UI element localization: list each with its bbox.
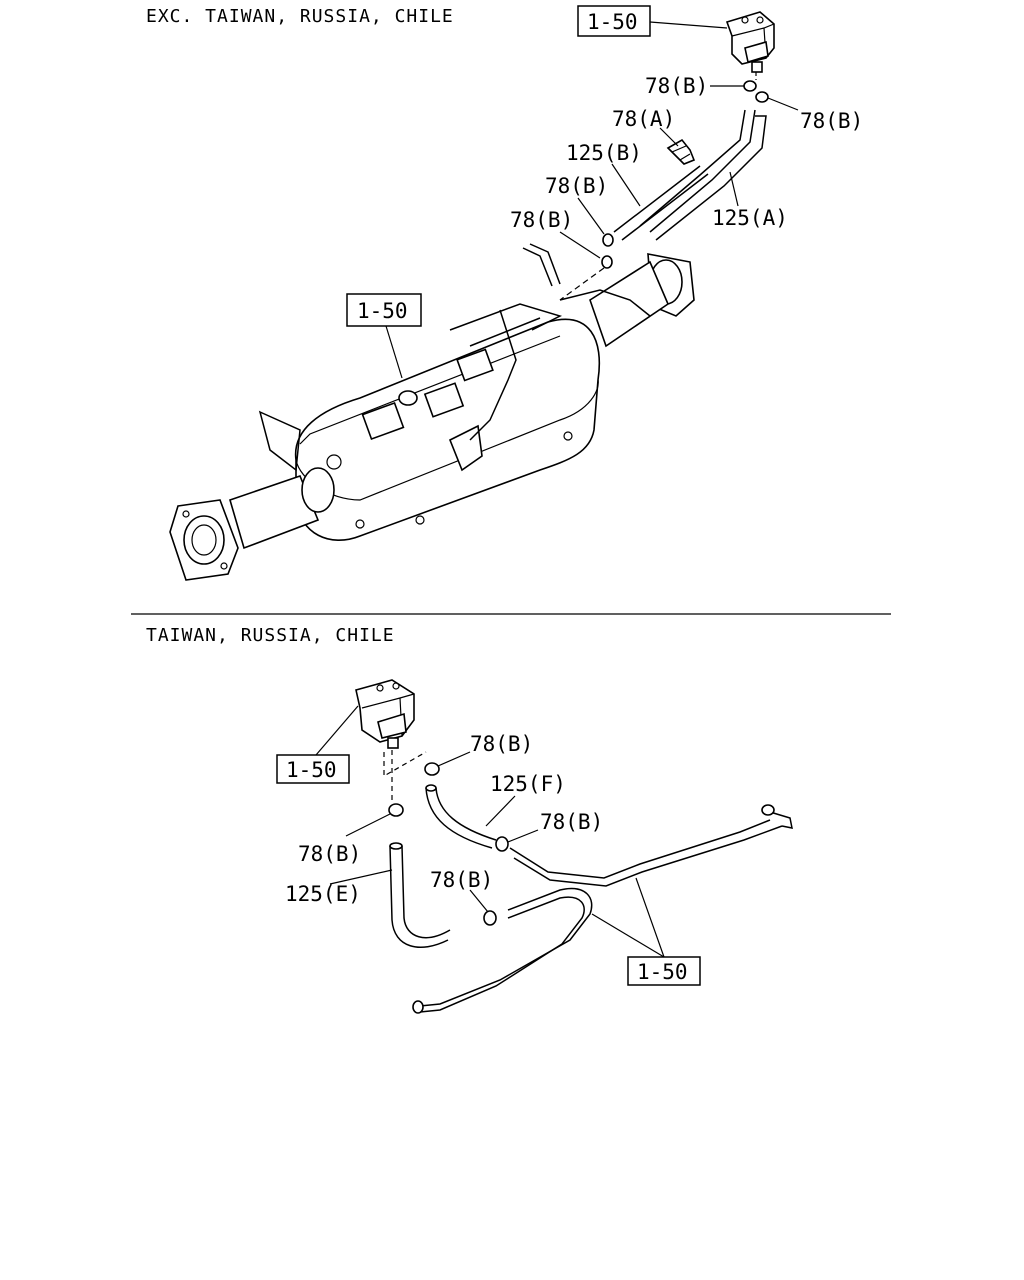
svg-text:1-50: 1-50	[637, 960, 688, 984]
hose-125f	[425, 784, 497, 849]
pressure-sensor-top	[725, 11, 775, 73]
label-78b-mid-2: 78(B)	[510, 208, 573, 232]
svg-text:1-50: 1-50	[587, 10, 638, 34]
clip-78a-icon	[666, 138, 696, 165]
ref-box-pipes[interactable]: 1-50	[627, 956, 701, 986]
ref-box-sensor[interactable]: 1-50	[577, 5, 651, 37]
clamp-icon	[743, 80, 769, 103]
hose-125b	[613, 165, 709, 241]
label-78b-right: 78(B)	[540, 810, 603, 834]
label-78b-mid-1: 78(B)	[545, 174, 608, 198]
clamp-icon	[601, 233, 614, 269]
ref-box-sensor-bottom[interactable]: 1-50	[276, 754, 350, 784]
svg-text:1-50: 1-50	[286, 758, 337, 782]
ref-box-dpf[interactable]: 1-50	[346, 293, 422, 327]
label-78b-upper-left: 78(B)	[645, 74, 708, 98]
leader-line	[649, 21, 728, 29]
label-78b-upper-right: 78(B)	[800, 109, 863, 133]
label-78a: 78(A)	[612, 107, 675, 131]
label-78b-left: 78(B)	[298, 842, 361, 866]
hose-125e	[389, 842, 451, 948]
metal-pipes	[412, 804, 793, 1014]
svg-text:1-50: 1-50	[357, 299, 408, 323]
clamp-icon	[388, 762, 509, 926]
label-78b-top: 78(B)	[470, 732, 533, 756]
dpf-assembly	[169, 253, 695, 581]
section-heading-taiwan: TAIWAN, RUSSIA, CHILE	[146, 625, 395, 646]
label-125b: 125(B)	[566, 141, 642, 165]
hose-125a	[639, 109, 767, 241]
label-78b-lower: 78(B)	[430, 868, 493, 892]
leader-line	[385, 325, 403, 379]
label-125e: 125(E)	[285, 882, 361, 906]
label-125f: 125(F)	[490, 772, 566, 796]
label-125a: 125(A)	[712, 206, 788, 230]
pressure-sensor-bottom	[355, 679, 415, 749]
section-heading-exc: EXC. TAIWAN, RUSSIA, CHILE	[146, 6, 454, 27]
